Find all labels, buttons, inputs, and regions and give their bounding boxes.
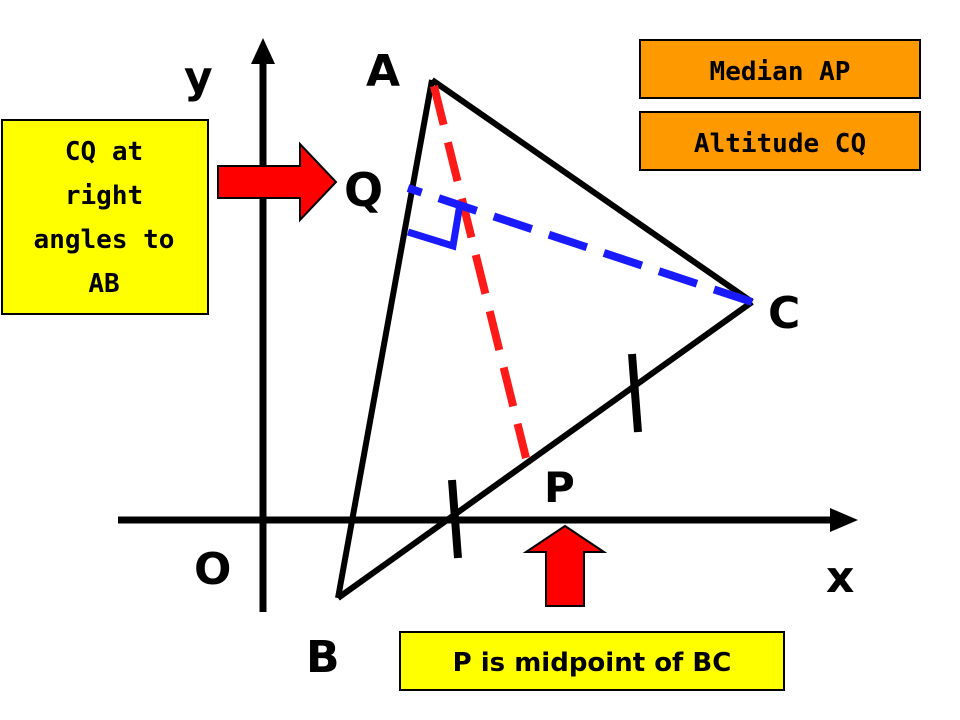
- cq-note-line-2: right: [65, 181, 143, 211]
- cq-note-box: CQ at right angles to AB: [1, 119, 209, 315]
- cq-note-line-4: AB: [88, 269, 119, 299]
- label-q: Q: [344, 163, 383, 217]
- label-b: B: [306, 632, 340, 683]
- label-p: P: [544, 463, 575, 512]
- arrow-right-icon: [217, 141, 338, 223]
- right-angle-marker: [406, 203, 464, 251]
- median-ap: [430, 85, 530, 459]
- tick-mark-pc: [628, 353, 642, 433]
- side-bc: [336, 299, 754, 601]
- median-ap-text: Median AP: [710, 57, 851, 87]
- midpoint-note-text: P is midpoint of BC: [453, 648, 732, 678]
- midpoint-note-box: P is midpoint of BC: [399, 631, 785, 691]
- altitude-cq: [406, 184, 754, 306]
- x-axis-arrowhead: [830, 508, 858, 532]
- side-ac: [430, 77, 754, 305]
- arrow-up-icon: [522, 524, 608, 607]
- altitude-cq-box: Altitude CQ: [639, 111, 921, 171]
- label-c: C: [768, 288, 800, 339]
- cq-note-line-1: CQ at: [65, 137, 143, 167]
- x-axis-label: x: [826, 552, 854, 603]
- y-axis-arrowhead: [251, 38, 275, 64]
- tick-mark-bp: [448, 479, 462, 559]
- y-axis-label: y: [184, 52, 213, 103]
- cq-note-line-3: angles to: [34, 225, 175, 255]
- origin-label: O: [194, 544, 231, 595]
- label-a: A: [366, 46, 400, 97]
- altitude-cq-text: Altitude CQ: [694, 129, 866, 159]
- median-ap-box: Median AP: [639, 39, 921, 99]
- side-ab: [335, 79, 435, 599]
